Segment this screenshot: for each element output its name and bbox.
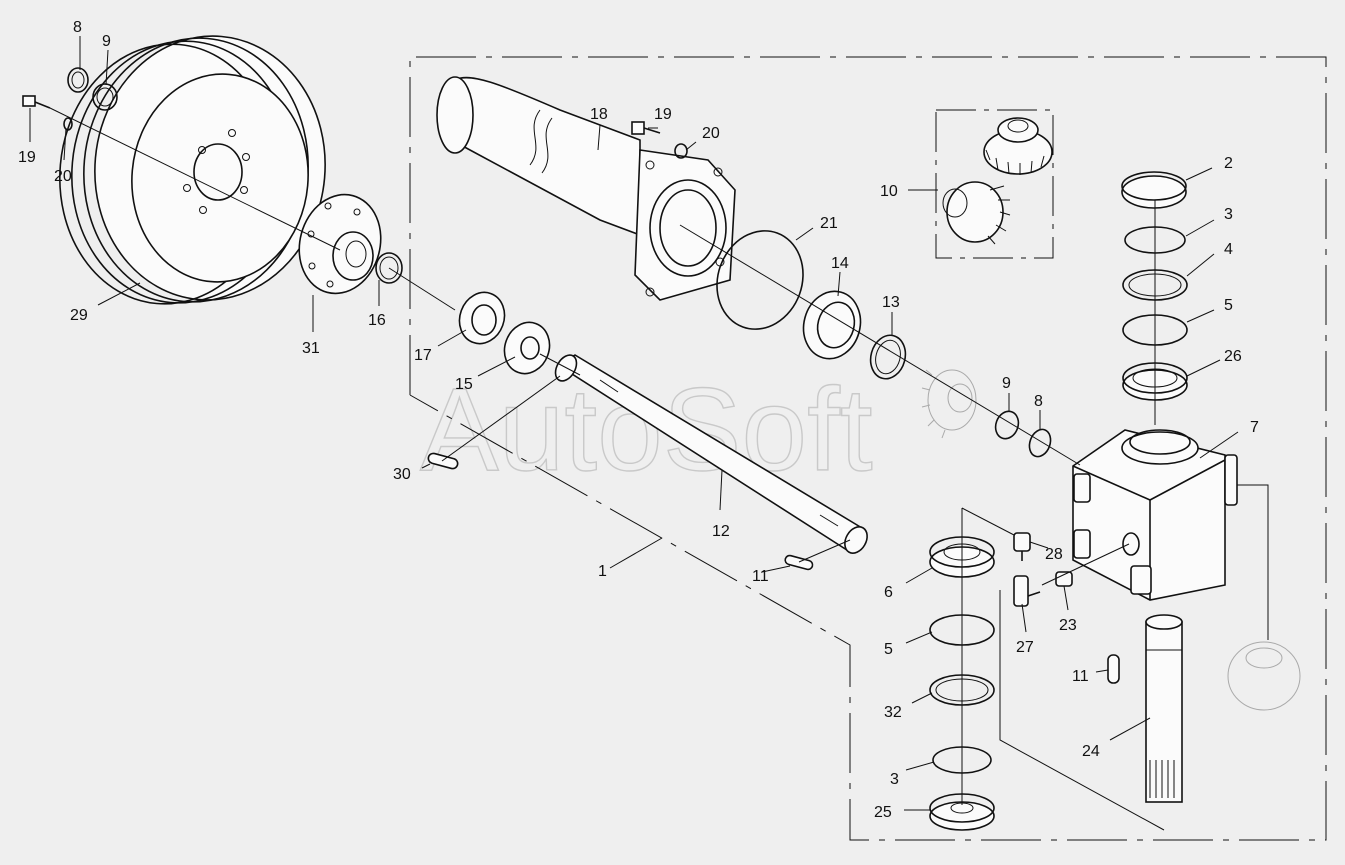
callout-9-top: 9 xyxy=(102,33,111,50)
callout-24: 24 xyxy=(1082,743,1100,760)
bolt-19-left xyxy=(22,95,51,109)
ring-8-top xyxy=(67,67,89,93)
shaft-24 xyxy=(1145,614,1183,803)
callout-19-top: 19 xyxy=(654,106,672,123)
centerlines xyxy=(49,107,1269,831)
callout-3-bottom: 3 xyxy=(890,771,899,788)
callout-7: 7 xyxy=(1250,419,1259,436)
bearing-14 xyxy=(802,290,862,360)
callout-21: 21 xyxy=(820,215,838,232)
callout-17: 17 xyxy=(414,347,432,364)
spacer-15 xyxy=(503,321,551,375)
leader-lines xyxy=(29,36,1239,811)
callout-1: 1 xyxy=(598,563,607,580)
callout-25: 25 xyxy=(874,804,892,821)
callout-26: 26 xyxy=(1224,348,1242,365)
housing-18 xyxy=(436,76,736,301)
callout-16: 16 xyxy=(368,312,386,329)
callout-20-left: 20 xyxy=(54,168,72,185)
washer-20-left xyxy=(63,117,73,131)
callout-11-left: 11 xyxy=(752,568,769,585)
watermark-text: AutoSoft xyxy=(420,364,873,496)
key-30 xyxy=(427,452,459,470)
ghost-crown-gear xyxy=(1227,641,1301,711)
ring-2 xyxy=(1121,171,1187,209)
ring-9-mid xyxy=(994,410,1020,440)
callout-11-right: 11 xyxy=(1072,668,1089,685)
callout-15: 15 xyxy=(455,376,473,393)
gearbox-7 xyxy=(1072,429,1238,601)
callout-31: 31 xyxy=(302,340,320,357)
breather-28 xyxy=(1013,532,1031,561)
callout-6: 6 xyxy=(884,584,893,601)
callout-28: 28 xyxy=(1045,546,1063,563)
ring-16 xyxy=(375,252,403,284)
elbow-27 xyxy=(1013,575,1041,607)
assembly-boundary xyxy=(409,56,1327,841)
callout-4: 4 xyxy=(1224,241,1233,258)
callout-10: 10 xyxy=(880,183,898,200)
callout-30: 30 xyxy=(393,466,411,483)
callout-13: 13 xyxy=(882,294,900,311)
pulley-29 xyxy=(59,35,326,305)
callout-19-left: 19 xyxy=(18,149,36,166)
callout-12: 12 xyxy=(712,523,730,540)
callout-27: 27 xyxy=(1016,639,1034,656)
gear-inset-box xyxy=(935,109,1054,259)
callout-8-top: 8 xyxy=(73,19,82,36)
callout-2: 2 xyxy=(1224,155,1233,172)
key-11-left xyxy=(784,554,814,571)
key-11-right xyxy=(1107,654,1120,684)
callout-23: 23 xyxy=(1059,617,1077,634)
ring-9-top xyxy=(92,83,118,111)
ring-13 xyxy=(869,334,907,380)
callout-3-top: 3 xyxy=(1224,206,1233,223)
ring-8-mid xyxy=(1028,428,1052,458)
callout-18: 18 xyxy=(590,106,608,123)
callout-29: 29 xyxy=(70,307,88,324)
bearing-17 xyxy=(458,291,506,345)
washer-20-top xyxy=(674,143,688,159)
callout-32: 32 xyxy=(884,704,902,721)
callout-9-mid: 9 xyxy=(1002,375,1011,392)
hub-31 xyxy=(298,193,382,295)
callout-5-top: 5 xyxy=(1224,297,1233,314)
oring-21 xyxy=(716,230,804,330)
ghost-pinion-gear xyxy=(921,369,977,439)
callout-labels: 8 9 19 20 29 31 16 17 15 30 1 12 11 18 1… xyxy=(18,19,1259,821)
callout-20-top: 20 xyxy=(702,125,720,142)
callout-5-bottom: 5 xyxy=(884,641,893,658)
bolt-19-top xyxy=(631,121,661,135)
callout-14: 14 xyxy=(831,255,849,272)
callout-8-mid: 8 xyxy=(1034,393,1043,410)
shaft-12 xyxy=(554,354,868,554)
